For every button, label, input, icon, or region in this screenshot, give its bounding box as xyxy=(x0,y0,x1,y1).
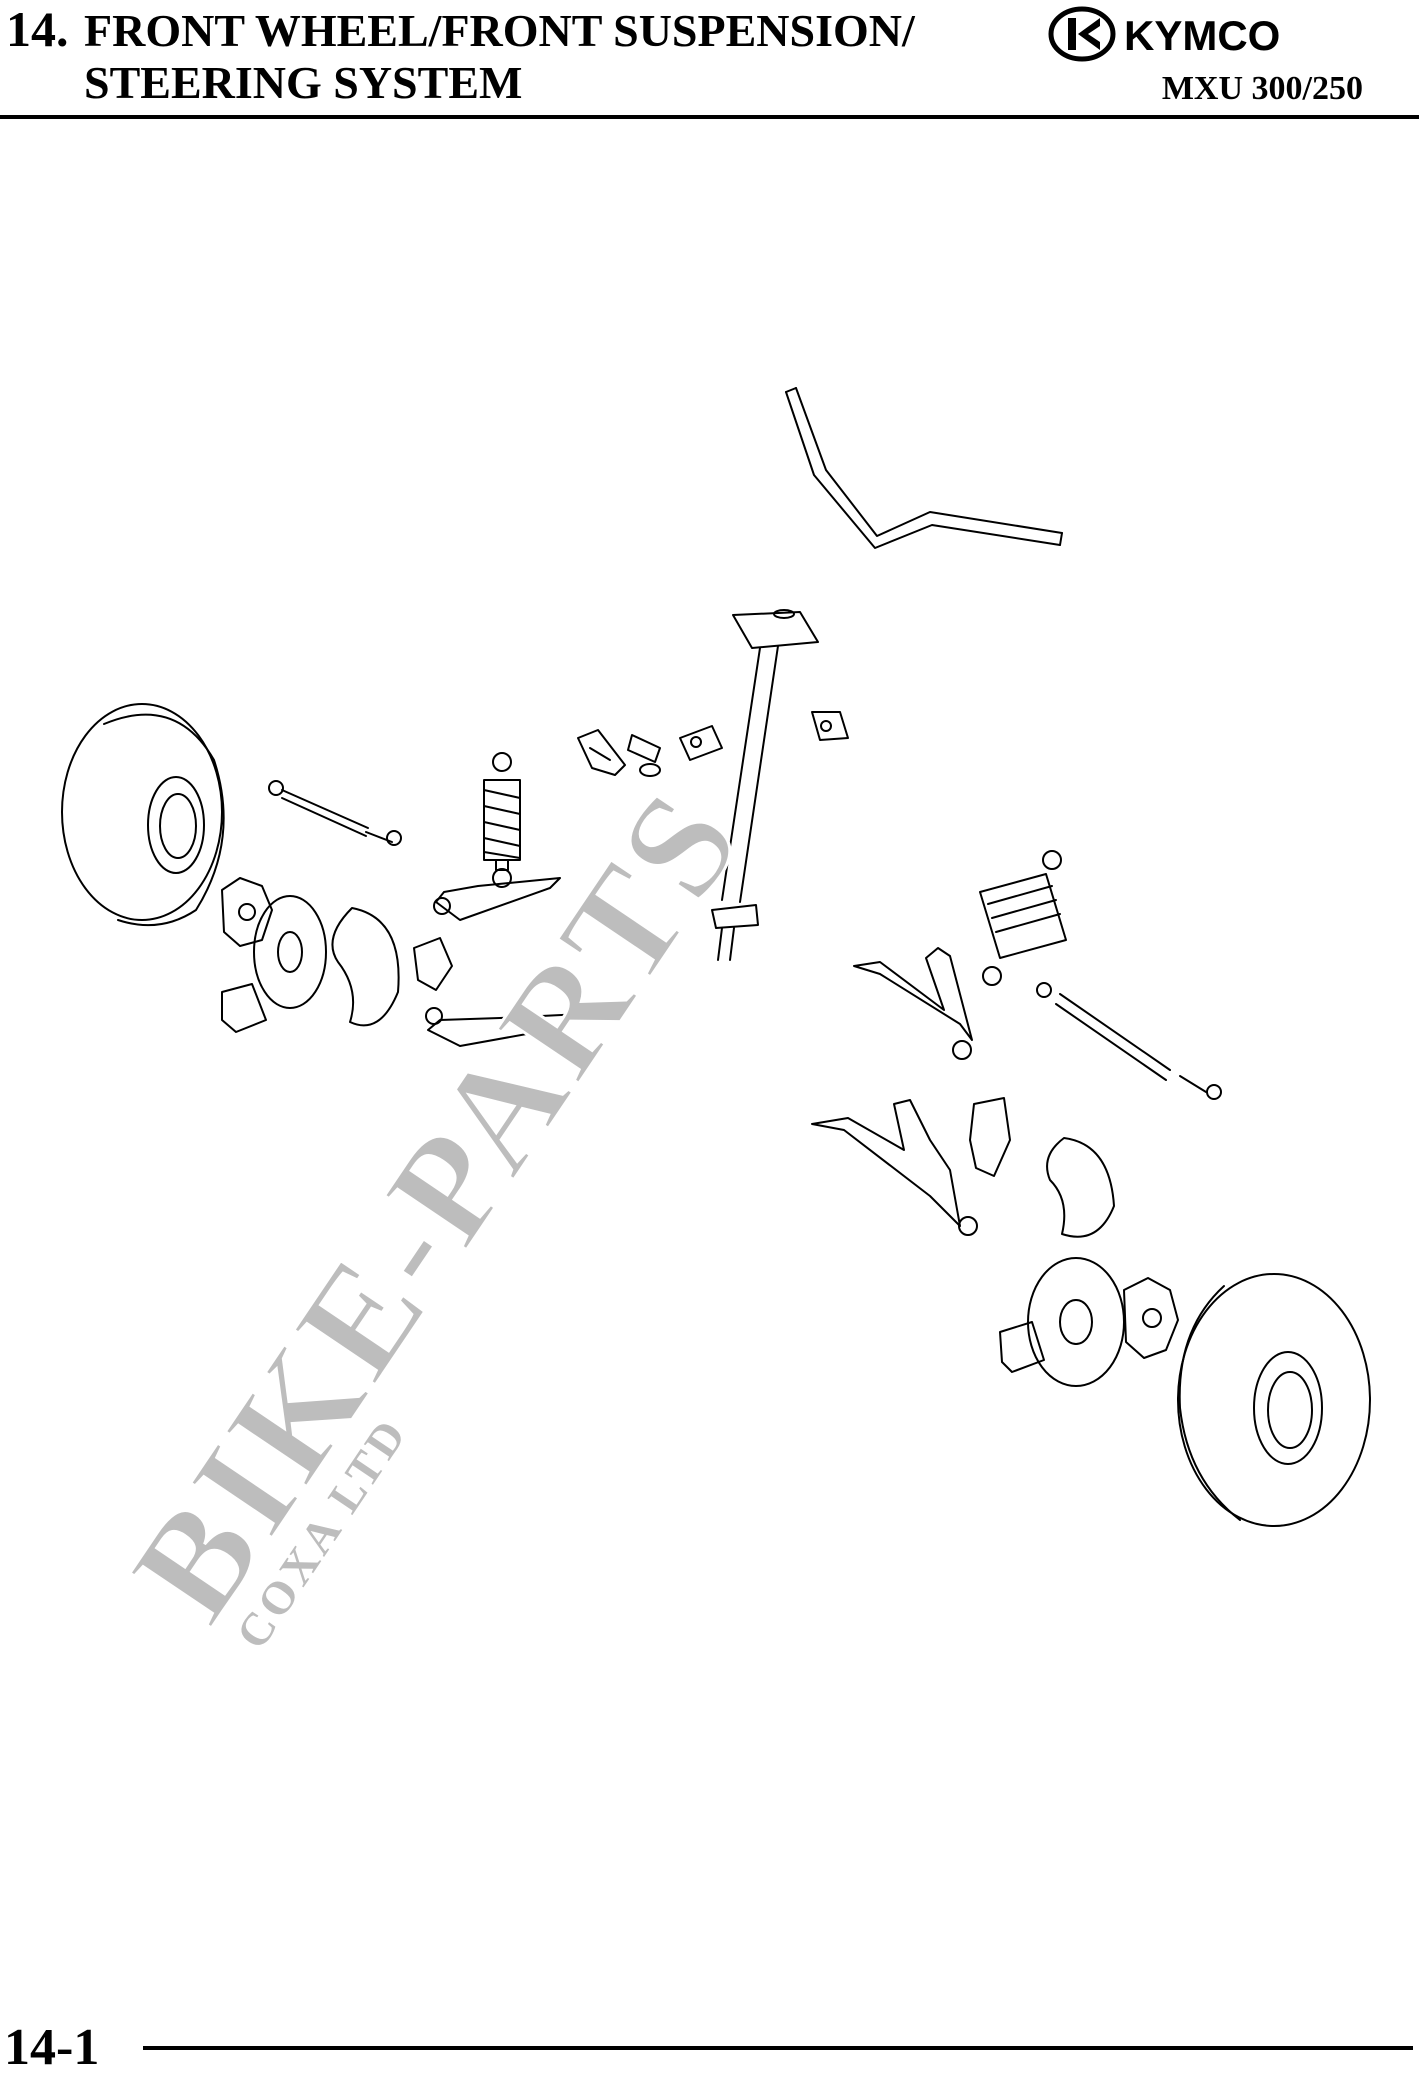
right-disc-guard xyxy=(1046,1137,1115,1238)
left-tire xyxy=(61,703,225,927)
left-hub-center xyxy=(238,903,256,921)
right-brake-caliper xyxy=(999,1321,1045,1373)
model-name: MXU 300/250 xyxy=(1161,70,1363,107)
handlebar xyxy=(785,387,1063,549)
right-lower-ball-joint xyxy=(958,1216,978,1236)
right-hub-center xyxy=(1142,1308,1162,1328)
right-shock-absorber xyxy=(979,850,1067,986)
left-tie-rod xyxy=(268,780,402,846)
right-tire xyxy=(1177,1273,1371,1527)
right-brake-disc xyxy=(1027,1257,1125,1387)
left-lower-arm xyxy=(427,1013,583,1047)
kymco-emblem-icon xyxy=(1048,6,1116,62)
right-knuckle xyxy=(969,1097,1011,1177)
left-disc-guard xyxy=(331,907,400,1027)
exploded-view-diagram xyxy=(61,387,1371,1527)
left-brake-disc xyxy=(253,895,327,1009)
left-brake-caliper xyxy=(221,983,267,1033)
header-rule xyxy=(0,115,1419,119)
footer-rule xyxy=(143,2046,1413,2050)
steering-stem xyxy=(711,609,819,961)
page-number: 14-1 xyxy=(4,2019,100,2076)
section-title-line-2: STEERING SYSTEM xyxy=(84,57,523,108)
left-upper-arm xyxy=(435,877,561,921)
left-shock-absorber xyxy=(483,752,521,888)
section-number: 14. xyxy=(6,1,69,57)
left-lower-ball-joint xyxy=(425,1007,443,1025)
kymco-logo: KYMCO xyxy=(1048,6,1280,62)
section-title-line-1: FRONT WHEEL/FRONT SUSPENSION/ xyxy=(84,5,915,56)
brand-wordmark: KYMCO xyxy=(1124,12,1280,59)
right-tie-rod xyxy=(1036,982,1222,1100)
left-knuckle xyxy=(413,937,453,991)
right-upper-ball-joint xyxy=(952,1040,972,1060)
right-upper-arm xyxy=(853,947,973,1041)
left-hub xyxy=(221,877,273,947)
right-lower-arm xyxy=(811,1099,961,1227)
right-hub xyxy=(1123,1277,1179,1359)
stem-bushing-parts xyxy=(577,711,849,777)
left-upper-ball-joint xyxy=(433,897,451,915)
